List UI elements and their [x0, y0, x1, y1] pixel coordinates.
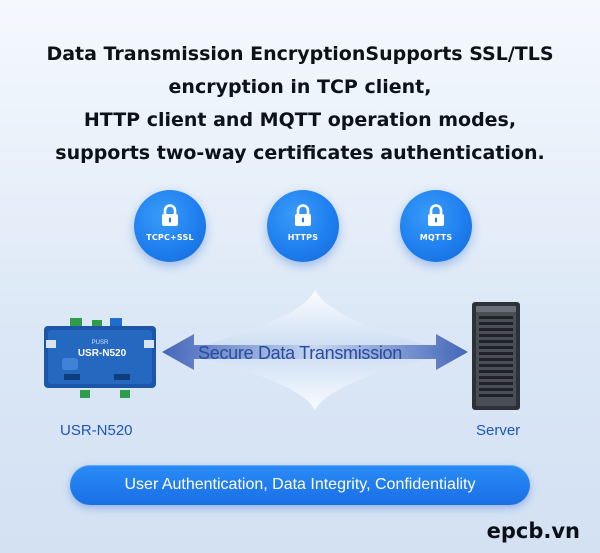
badge-mqtts: MQTTS	[400, 190, 472, 262]
lock-icon	[295, 204, 311, 226]
device-model: USR-N520	[78, 348, 127, 359]
badge-https: HTTPS	[267, 190, 339, 262]
headline-line-3: HTTP client and MQTT operation modes,	[83, 109, 517, 131]
headline-line-4: supports two-way certificates authentica…	[55, 142, 545, 164]
double-arrow-icon	[162, 334, 468, 370]
badge-label: HTTPS	[287, 233, 319, 242]
headline-line-2: encryption in TCP client,	[168, 76, 432, 98]
lock-icon	[162, 204, 178, 226]
headline-line-1: Data Transmission EncryptionSupports SSL…	[46, 43, 554, 65]
server-icon	[472, 302, 520, 410]
beam-label: Secure Data Transmission	[198, 343, 402, 363]
badge-label: MQTTS	[419, 233, 453, 242]
server-label: Server	[476, 422, 521, 439]
device-brand: PUSR	[92, 340, 109, 346]
usr-n520-device-icon: PUSR USR-N520	[44, 318, 156, 398]
device-label: USR-N520	[60, 422, 133, 439]
badge-label: TCPC+SSL	[146, 233, 194, 242]
features-pill: User Authentication, Data Integrity, Con…	[70, 465, 530, 505]
badge-tcpc-ssl: TCPC+SSL	[134, 190, 206, 262]
secure-transmission-beam	[162, 290, 468, 410]
site-watermark: epcb.vn	[486, 519, 580, 543]
lock-icon	[428, 204, 444, 226]
headline: Data Transmission EncryptionSupports SSL…	[0, 38, 600, 170]
